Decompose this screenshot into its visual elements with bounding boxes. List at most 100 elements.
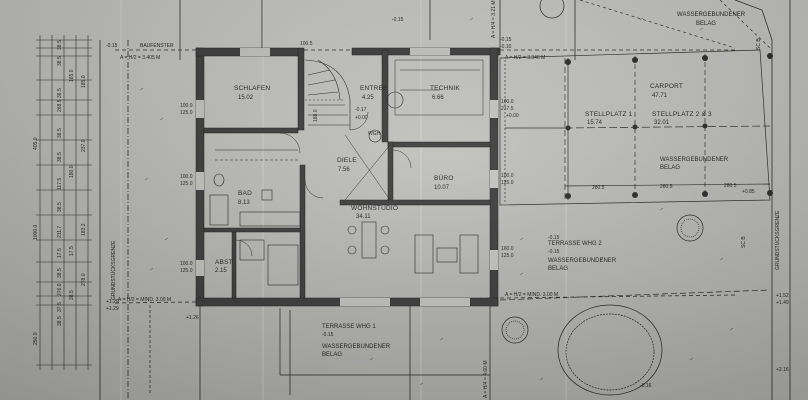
dimension-label: 38.5 <box>69 290 75 300</box>
room-area-diele: 7.56 <box>338 167 350 173</box>
bad-east-wall <box>299 164 306 299</box>
entree-wall <box>381 49 389 143</box>
dimension-label: 36.5 <box>57 128 63 138</box>
tree-symbol <box>676 214 704 242</box>
level-label: +1.29 <box>106 299 119 305</box>
dimension-label: 100.5 <box>300 41 313 47</box>
dimension-label: 190.0 <box>69 165 75 178</box>
window-dim: 125.0 <box>180 181 193 187</box>
dimension-total: 405.0 <box>33 137 39 150</box>
dimension-label: 237.0 <box>81 139 87 152</box>
dimension-label: 268.5 <box>57 99 63 112</box>
level-label: +1.29 <box>106 306 119 312</box>
staircase <box>304 59 351 130</box>
level-label: -0.15 <box>548 235 560 241</box>
level-label: -0.15 <box>322 332 334 338</box>
schlafen-south-wall <box>203 127 299 134</box>
terrace-label: TERRASSE WHG 1 <box>322 324 376 330</box>
room-area-technik: 6.66 <box>432 95 444 101</box>
wohnstudio-north-wall <box>339 199 491 206</box>
dimension-label: 280.5 <box>660 184 673 190</box>
room-area-schlafen: 15.02 <box>238 95 254 101</box>
window-dim: 125.0 <box>501 180 514 186</box>
bad-south-wall <box>203 227 301 233</box>
level-label: +1.49 <box>776 300 789 306</box>
paper-fold <box>565 0 567 400</box>
dimension-label: 36.5 <box>57 88 63 98</box>
room-area-abst: 2.15 <box>215 268 227 274</box>
setback-label: A = H/2 = 3.405 M <box>120 55 161 61</box>
dimension-label: 38.5 <box>57 202 63 212</box>
dimension-label: 38.5 <box>57 316 63 326</box>
boundary-label-left: GRUNDSTÜCKSGRENZE <box>111 240 117 300</box>
furniture <box>209 91 479 286</box>
dimension-total: 1000.0 <box>33 224 39 240</box>
setback-label: A = H/4 = 4.60 M <box>483 360 489 398</box>
tree-symbol <box>539 0 565 19</box>
room-area-stellplatz23: 32.01 <box>654 120 670 126</box>
dimension-label: 117.5 <box>57 177 63 190</box>
window-dim: 125.0 <box>180 110 193 116</box>
surface-label: BELAG <box>696 21 717 27</box>
baufenster-label: BAUFENSTER <box>140 43 174 49</box>
tree-symbol <box>501 316 529 344</box>
dimension-total: 250.0 <box>33 332 39 345</box>
level-label: -0.17 <box>355 107 367 113</box>
surface-label: BELAG <box>660 165 681 171</box>
room-name-wohnstudio: WOHNSTUDIO <box>351 205 399 212</box>
room-name-abst: ABST <box>215 259 233 266</box>
planter-circle <box>557 304 663 396</box>
surface-label: WASSERGEBUNDENER <box>677 12 746 18</box>
dimension-total: 185.0 <box>81 75 87 88</box>
setback-label: A = H/2 = MIND. 3.00 M <box>505 292 559 298</box>
window-dim: 100.0 <box>501 173 514 179</box>
dimension-label: 276.0 <box>57 283 63 296</box>
window-dim: 125.0 <box>180 268 193 274</box>
dimension-label: 183.2 <box>81 223 87 236</box>
window-dim: 100.0 <box>180 174 193 180</box>
room-name-stellplatz23: STELLPLATZ 2 & 3 <box>652 111 712 118</box>
right-boundary-line <box>734 0 773 400</box>
room-name-buero: BÜRO <box>434 175 454 182</box>
level-label: -0.10 <box>500 44 512 50</box>
level-label: +1.26 <box>186 315 199 321</box>
dimension-label: 165.0 <box>69 69 75 82</box>
carport-outline <box>499 49 771 206</box>
room-name-schlafen: SCHLAFEN <box>234 85 271 92</box>
level-label: +0.00 <box>355 115 368 121</box>
room-name-stellplatz1: STELLPLATZ 1 <box>585 111 633 118</box>
dimension-label: 188.0 <box>313 109 319 122</box>
level-label: -0.15 <box>500 37 512 43</box>
window-dim: 125.0 <box>501 253 514 259</box>
dimension-label: 278.0 <box>81 273 87 286</box>
surface-label: WASSERGEBUNDENER <box>548 258 617 264</box>
wgh-label: WGH <box>368 131 381 137</box>
window-dim: 160.0 <box>501 246 514 252</box>
room-name-bad: BAD <box>238 190 252 197</box>
abst-wall <box>231 231 237 299</box>
setback-label: A = H/2 = 3.346 M <box>505 55 546 61</box>
window-dim: 100.0 <box>501 99 514 105</box>
level-label: -0.15 <box>392 17 404 23</box>
room-name-technik: TECHNIK <box>430 85 460 92</box>
level-label: +1.52 <box>776 293 789 299</box>
room-area-buero: 10.07 <box>434 185 450 191</box>
section-mark: SC B <box>756 38 762 50</box>
window-dim: 217.5 <box>501 106 514 112</box>
terrace-label: TERRASSE WHG 2 <box>548 241 602 247</box>
dimension-label: 280.5 <box>724 183 737 189</box>
level-label: +0.85 <box>742 189 755 195</box>
room-area-carport: 47.71 <box>652 93 668 99</box>
setback-label: A = H/4 = 3.21 M <box>491 0 497 38</box>
level-label: +0.00 <box>506 113 519 119</box>
buero-north-wall <box>387 141 491 148</box>
surface-label: WASSERGEBUNDENER <box>660 157 729 163</box>
section-mark: SC B <box>741 236 747 248</box>
window-dim: 100.0 <box>180 103 193 109</box>
paper-fold <box>120 0 122 400</box>
dimension-label: 37.5 <box>57 302 63 312</box>
buero-west-wall <box>387 141 394 203</box>
level-label: -0.16 <box>640 383 652 389</box>
room-name-entree: ENTREE <box>360 85 388 92</box>
